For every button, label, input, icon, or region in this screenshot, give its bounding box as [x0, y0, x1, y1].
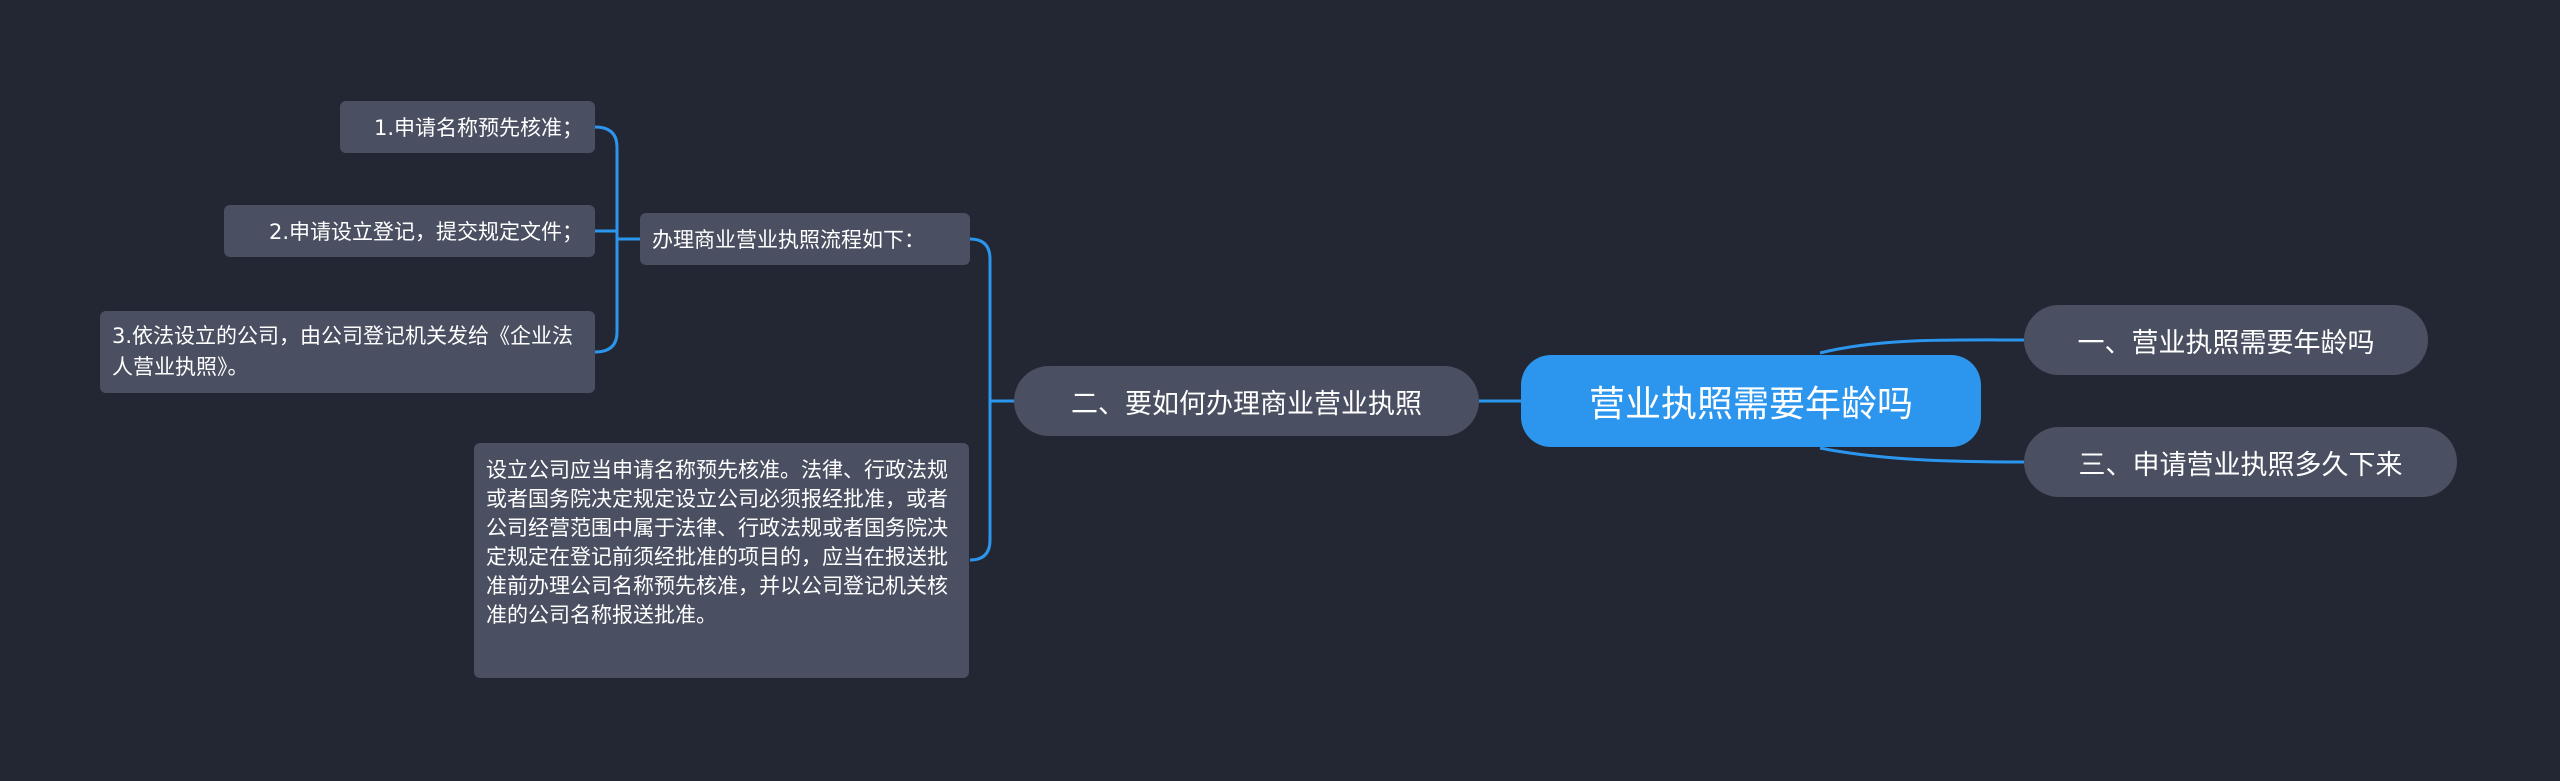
step-node-3[interactable]: 3.依法设立的公司，由公司登记机关发给《企业法人营业执照》。	[100, 311, 595, 393]
step-node-2[interactable]: 2.申请设立登记，提交规定文件；	[224, 205, 595, 257]
branch-node-processing-time[interactable]: 三、申请营业执照多久下来	[2024, 427, 2457, 497]
sub-node-flow-title[interactable]: 办理商业营业执照流程如下：	[640, 213, 970, 265]
sub-node-description[interactable]: 设立公司应当申请名称预先核准。法律、行政法规或者国务院决定规定设立公司必须报经批…	[474, 443, 969, 678]
connector-root-right-bottom	[1819, 446, 2025, 464]
branch-label: 三、申请营业执照多久下来	[2078, 449, 2403, 481]
step-node-1[interactable]: 1.申请名称预先核准；	[340, 101, 595, 153]
branch-node-age-requirement[interactable]: 一、营业执照需要年龄吗	[2024, 305, 2428, 375]
connector-flow-bracket	[594, 125, 640, 354]
description-text: 设立公司应当申请名称预先核准。法律、行政法规或者国务院决定规定设立公司必须报经批…	[486, 458, 948, 627]
step-label: 2.申请设立登记，提交规定文件；	[268, 220, 583, 244]
root-node[interactable]: 营业执照需要年龄吗	[1521, 355, 1981, 447]
root-label: 营业执照需要年龄吗	[1588, 384, 1913, 425]
step-label: 3.依法设立的公司，由公司登记机关发给《企业法人营业执照》。	[112, 324, 574, 379]
connector-left-bracket	[969, 237, 1014, 562]
connector-root-right-top	[1819, 338, 2025, 355]
branch-node-how-to-apply[interactable]: 二、要如何办理商业营业执照	[1014, 366, 1479, 436]
branch-label: 二、要如何办理商业营业执照	[1071, 388, 1422, 420]
branch-label: 一、营业执照需要年龄吗	[2077, 327, 2375, 359]
step-label: 1.申请名称预先核准；	[373, 116, 583, 140]
flow-title-label: 办理商业营业执照流程如下：	[652, 228, 925, 252]
